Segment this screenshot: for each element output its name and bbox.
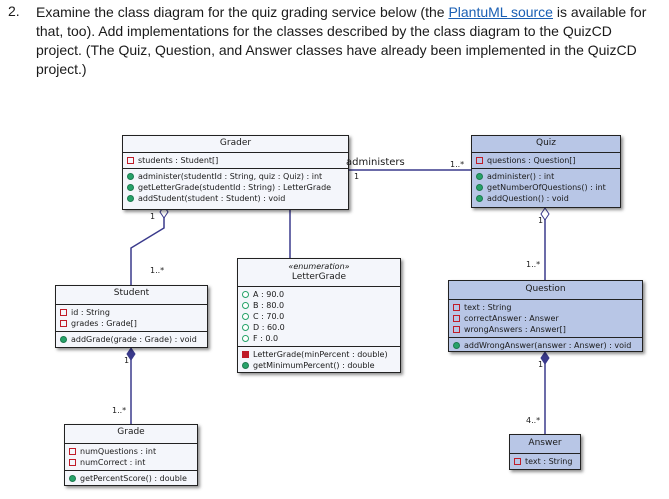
public-icon <box>60 336 67 343</box>
private-icon <box>453 315 460 322</box>
enum-value-icon <box>242 291 249 298</box>
field: numQuestions : int <box>80 447 157 456</box>
administers-label: administers <box>346 157 405 168</box>
constructor: LetterGrade(minPercent : double) <box>253 350 388 359</box>
private-method-icon <box>242 351 249 358</box>
field: text : String <box>464 303 512 312</box>
method: addQuestion() : void <box>487 194 569 203</box>
enum-value: F : 0.0 <box>253 334 279 343</box>
public-icon <box>476 173 483 180</box>
method: getLetterGrade(studentId : String) : Let… <box>138 183 332 192</box>
class-name: LetterGrade <box>291 272 347 282</box>
plantuml-source-link[interactable]: PlantuML source <box>448 4 553 20</box>
public-icon <box>127 184 134 191</box>
student-many: 1..* <box>150 266 165 275</box>
grade-class: Grade numQuestions : int numCorrect : in… <box>64 424 198 486</box>
field: numCorrect : int <box>80 458 146 467</box>
private-icon <box>453 304 460 311</box>
public-icon <box>127 173 134 180</box>
enum-value-icon <box>242 313 249 320</box>
private-icon <box>127 157 134 164</box>
public-icon <box>69 475 76 482</box>
question-answer-one: 1 <box>538 360 544 369</box>
field: students : Student[] <box>138 156 219 165</box>
method: getMinimumPercent() : double <box>253 361 375 370</box>
question-text-start: Examine the class diagram for the quiz g… <box>36 4 449 20</box>
student-class: Student id : String grades : Grade[] add… <box>55 285 208 348</box>
method: administer() : int <box>487 172 555 181</box>
field: correctAnswer : Answer <box>464 314 559 323</box>
quiz-class: Quiz questions : Question[] administer()… <box>471 135 621 208</box>
private-icon <box>69 448 76 455</box>
enum-value: D : 60.0 <box>253 323 285 332</box>
method: addGrade(grade : Grade) : void <box>71 335 197 344</box>
grade-many: 1..* <box>112 406 127 415</box>
student-grade-one: 1 <box>124 356 130 365</box>
student-composition-diamond <box>126 347 136 361</box>
grader-student-association <box>130 210 165 290</box>
quiz-aggregation-diamond <box>540 207 550 221</box>
private-icon <box>60 320 67 327</box>
enum-value-icon <box>242 335 249 342</box>
method: getNumberOfQuestions() : int <box>487 183 606 192</box>
quiz-multiplicity: 1..* <box>450 160 465 169</box>
field: questions : Question[] <box>487 156 576 165</box>
enum-value: A : 90.0 <box>253 290 285 299</box>
private-icon <box>514 458 521 465</box>
answer-class: Answer text : String <box>509 434 581 470</box>
field: id : String <box>71 308 110 317</box>
class-name: Quiz <box>472 136 620 153</box>
private-icon <box>69 459 76 466</box>
public-icon <box>476 195 483 202</box>
class-name: Grader <box>123 136 348 153</box>
method: addWrongAnswer(answer : Answer) : void <box>464 341 632 350</box>
question-class: Question text : String correctAnswer : A… <box>448 280 643 352</box>
public-icon <box>453 342 460 349</box>
answer-many: 4..* <box>526 416 541 425</box>
grader-student-one: 1 <box>150 212 156 221</box>
public-icon <box>242 362 249 369</box>
question-number: 2. <box>8 3 20 19</box>
class-name: Answer <box>510 435 580 454</box>
grader-class: Grader students : Student[] administer(s… <box>122 135 349 210</box>
field: text : String <box>525 457 573 466</box>
private-icon <box>60 309 67 316</box>
enum-value: C : 70.0 <box>253 312 285 321</box>
class-name: Grade <box>65 425 197 444</box>
field: wrongAnswers : Answer[] <box>464 325 566 334</box>
question-many: 1..* <box>526 260 541 269</box>
public-icon <box>127 195 134 202</box>
method: getPercentScore() : double <box>80 474 187 483</box>
quiz-question-one: 1 <box>538 216 544 225</box>
enum-value-icon <box>242 324 249 331</box>
public-icon <box>476 184 483 191</box>
method: addStudent(student : Student) : void <box>138 194 286 203</box>
field: grades : Grade[] <box>71 319 137 328</box>
grader-multiplicity: 1 <box>354 172 360 181</box>
question-text-end: is available for that, too). Add impleme… <box>36 4 647 77</box>
stereotype: «enumeration» <box>288 262 350 271</box>
enum-value-icon <box>242 302 249 309</box>
private-icon <box>476 157 483 164</box>
question-text: Examine the class diagram for the quiz g… <box>36 3 656 79</box>
private-icon <box>453 326 460 333</box>
enum-value: B : 80.0 <box>253 301 285 310</box>
question-composition-diamond <box>540 351 550 365</box>
class-name: Question <box>449 281 642 300</box>
method: administer(studentId : String, quiz : Qu… <box>138 172 323 181</box>
lettergrade-enum: «enumeration» LetterGrade A : 90.0 B : 8… <box>237 258 401 373</box>
class-name: Student <box>56 286 207 305</box>
